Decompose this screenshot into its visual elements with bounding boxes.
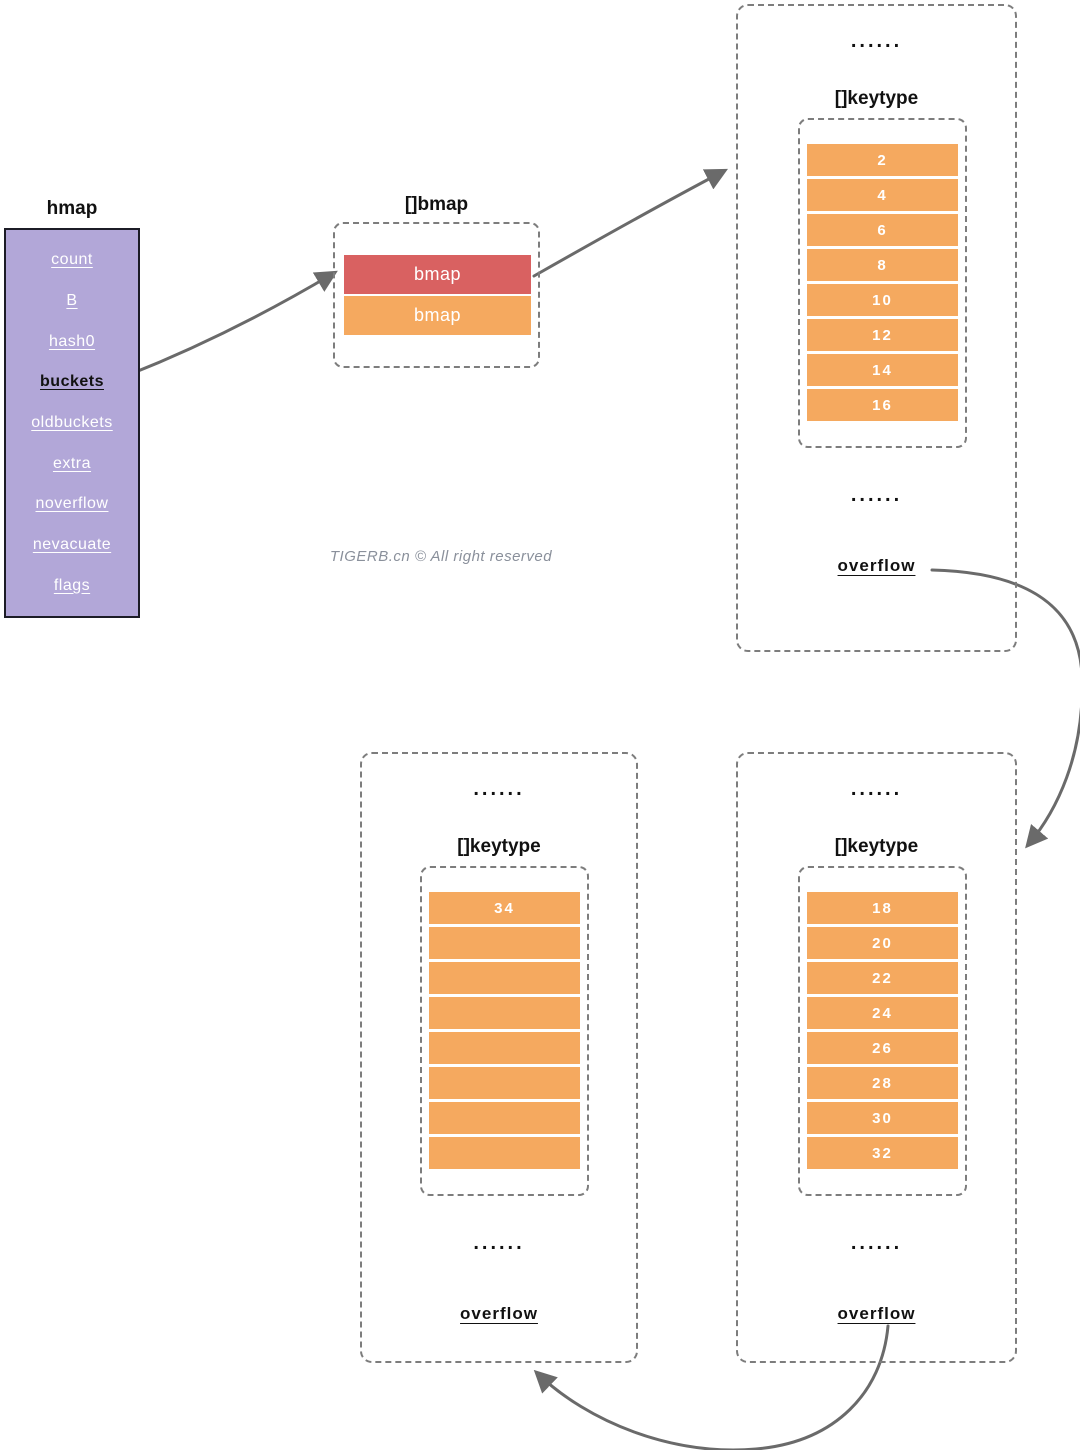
keytype-array-box: 34 [420,866,589,1196]
keytype-cell: 10 [807,284,958,316]
hmap-title: hmap [46,198,98,219]
keytype-cell: 4 [807,179,958,211]
keytype-cell: 32 [807,1137,958,1169]
bmap-array-title: []bmap [404,194,469,215]
keytype-cell [429,1137,580,1169]
keytype-cell: 24 [807,997,958,1029]
ellipsis: ...... [473,778,525,800]
overflow-label: overflow [460,1304,538,1323]
overflow-label: overflow [837,556,916,575]
keytype-cell: 6 [807,214,958,246]
keytype-cell [429,997,580,1029]
hmap-field: B [66,291,78,309]
hmap-field: nevacuate [32,535,112,553]
keytype-cell: 20 [807,927,958,959]
hmap-field: flags [53,576,91,594]
keytype-cell: 18 [807,892,958,924]
hmap-field: buckets [40,373,104,391]
keytype-cell [429,927,580,959]
bucket-box-bottom-middle: ...... []keytype 34 ...... overflow [360,752,638,1363]
keytype-cell [429,962,580,994]
arrow-buckets-to-bmap [111,270,338,383]
bmap-row-active: bmap [344,255,531,294]
ellipsis: ...... [473,1232,525,1254]
keytype-cell [429,1102,580,1134]
ellipsis: ...... [850,30,903,52]
arrow-bmap-to-bucket [532,168,728,278]
keytype-cell: 2 [807,144,958,176]
keytype-cell: 12 [807,319,958,351]
keytype-cell: 34 [429,892,580,924]
keytype-cell: 14 [807,354,958,386]
keytype-cell [429,1067,580,1099]
keytype-title: []keytype [457,836,541,857]
keytype-cell: 28 [807,1067,958,1099]
bmap-row: bmap [344,296,531,335]
keytype-cell: 16 [807,389,958,421]
keytype-title: []keytype [834,88,919,109]
ellipsis: ...... [850,1232,903,1254]
hmap-field: oldbuckets [31,413,113,431]
hmap-field: count [51,251,93,269]
hmap-field: hash0 [48,332,96,350]
bmap-array-box: bmap bmap [333,222,540,368]
keytype-cell: 8 [807,249,958,281]
keytype-title: []keytype [834,836,919,857]
keytype-cell: 26 [807,1032,958,1064]
ellipsis: ...... [850,778,903,800]
ellipsis: ...... [850,484,903,506]
hmap-field: noverflow [35,495,109,513]
keytype-cell: 22 [807,962,958,994]
watermark-text: TIGERB.cn © All right reserved [329,548,553,565]
hmap-field: extra [52,454,92,472]
overflow-label: overflow [837,1304,916,1323]
keytype-cell: 30 [807,1102,958,1134]
keytype-cell [429,1032,580,1064]
